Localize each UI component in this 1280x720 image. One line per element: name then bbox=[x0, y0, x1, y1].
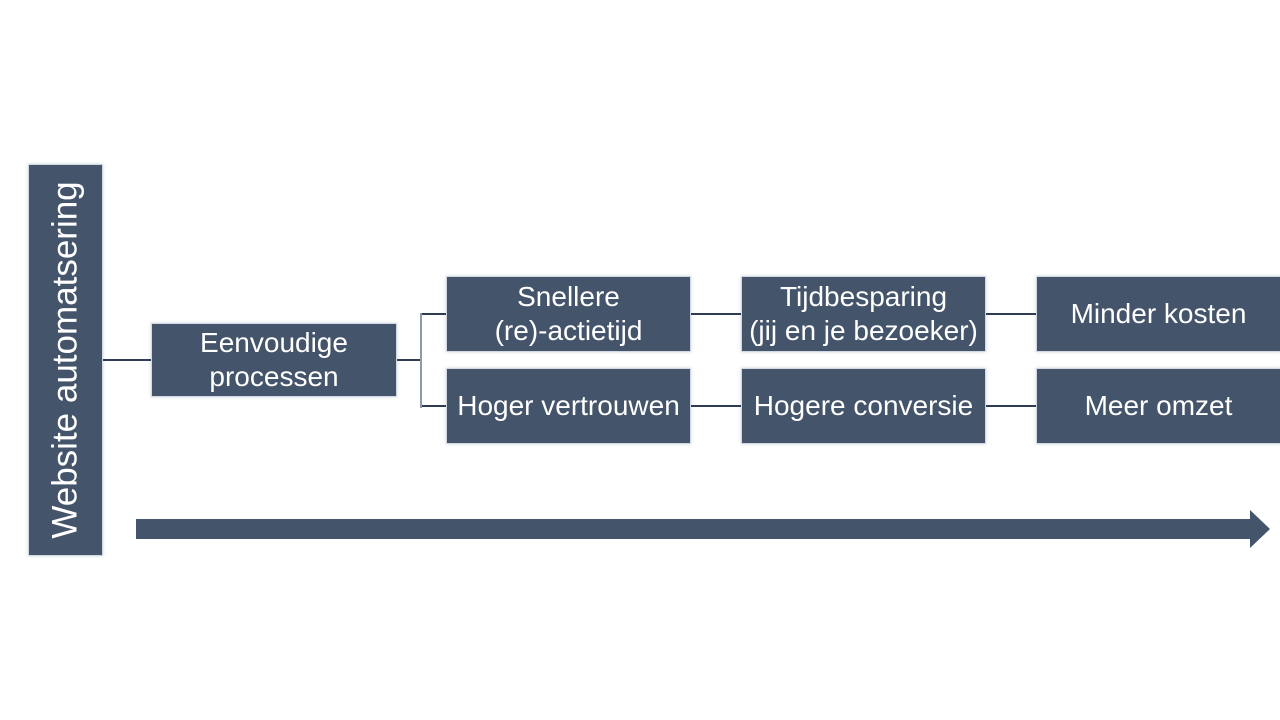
node-minder-kosten: Minder kosten bbox=[1036, 276, 1280, 352]
timeline-arrow-head-icon bbox=[1250, 510, 1270, 548]
connector-root-stub bbox=[397, 359, 421, 361]
node-hoger-vertrouwen: Hoger vertrouwen bbox=[446, 368, 691, 444]
node-website-automatsering: Website automatsering bbox=[28, 164, 103, 556]
node-label: Meer omzet bbox=[1084, 390, 1233, 421]
node-eenvoudige-processen: Eenvoudige processen bbox=[151, 323, 397, 397]
connector-c3-c4-bottom bbox=[986, 405, 1036, 407]
connector-title-to-root bbox=[103, 359, 151, 361]
node-label: Snellere (re)-actietijd bbox=[494, 281, 643, 346]
node-label: Hoger vertrouwen bbox=[457, 390, 680, 421]
connector-c2-c3-top bbox=[691, 313, 741, 315]
connector-elbow-top-in bbox=[422, 313, 446, 315]
node-label: Tijdbesparing (jij en je bezoeker) bbox=[749, 281, 978, 346]
node-label: Eenvoudige processen bbox=[200, 327, 348, 392]
node-tijdbesparing: Tijdbesparing (jij en je bezoeker) bbox=[741, 276, 986, 352]
node-hogere-conversie: Hogere conversie bbox=[741, 368, 986, 444]
node-label: Minder kosten bbox=[1070, 298, 1247, 329]
node-meer-omzet: Meer omzet bbox=[1036, 368, 1280, 444]
connector-c2-c3-bottom bbox=[691, 405, 741, 407]
diagram-title: Website automatsering bbox=[45, 181, 85, 539]
connector-elbow-vertical bbox=[420, 313, 422, 408]
connector-elbow-bottom-in bbox=[422, 405, 446, 407]
node-label: Hogere conversie bbox=[753, 390, 974, 421]
timeline-arrow-bar bbox=[136, 519, 1250, 539]
connector-c3-c4-top bbox=[986, 313, 1036, 315]
node-snellere-reactietijd: Snellere (re)-actietijd bbox=[446, 276, 691, 352]
